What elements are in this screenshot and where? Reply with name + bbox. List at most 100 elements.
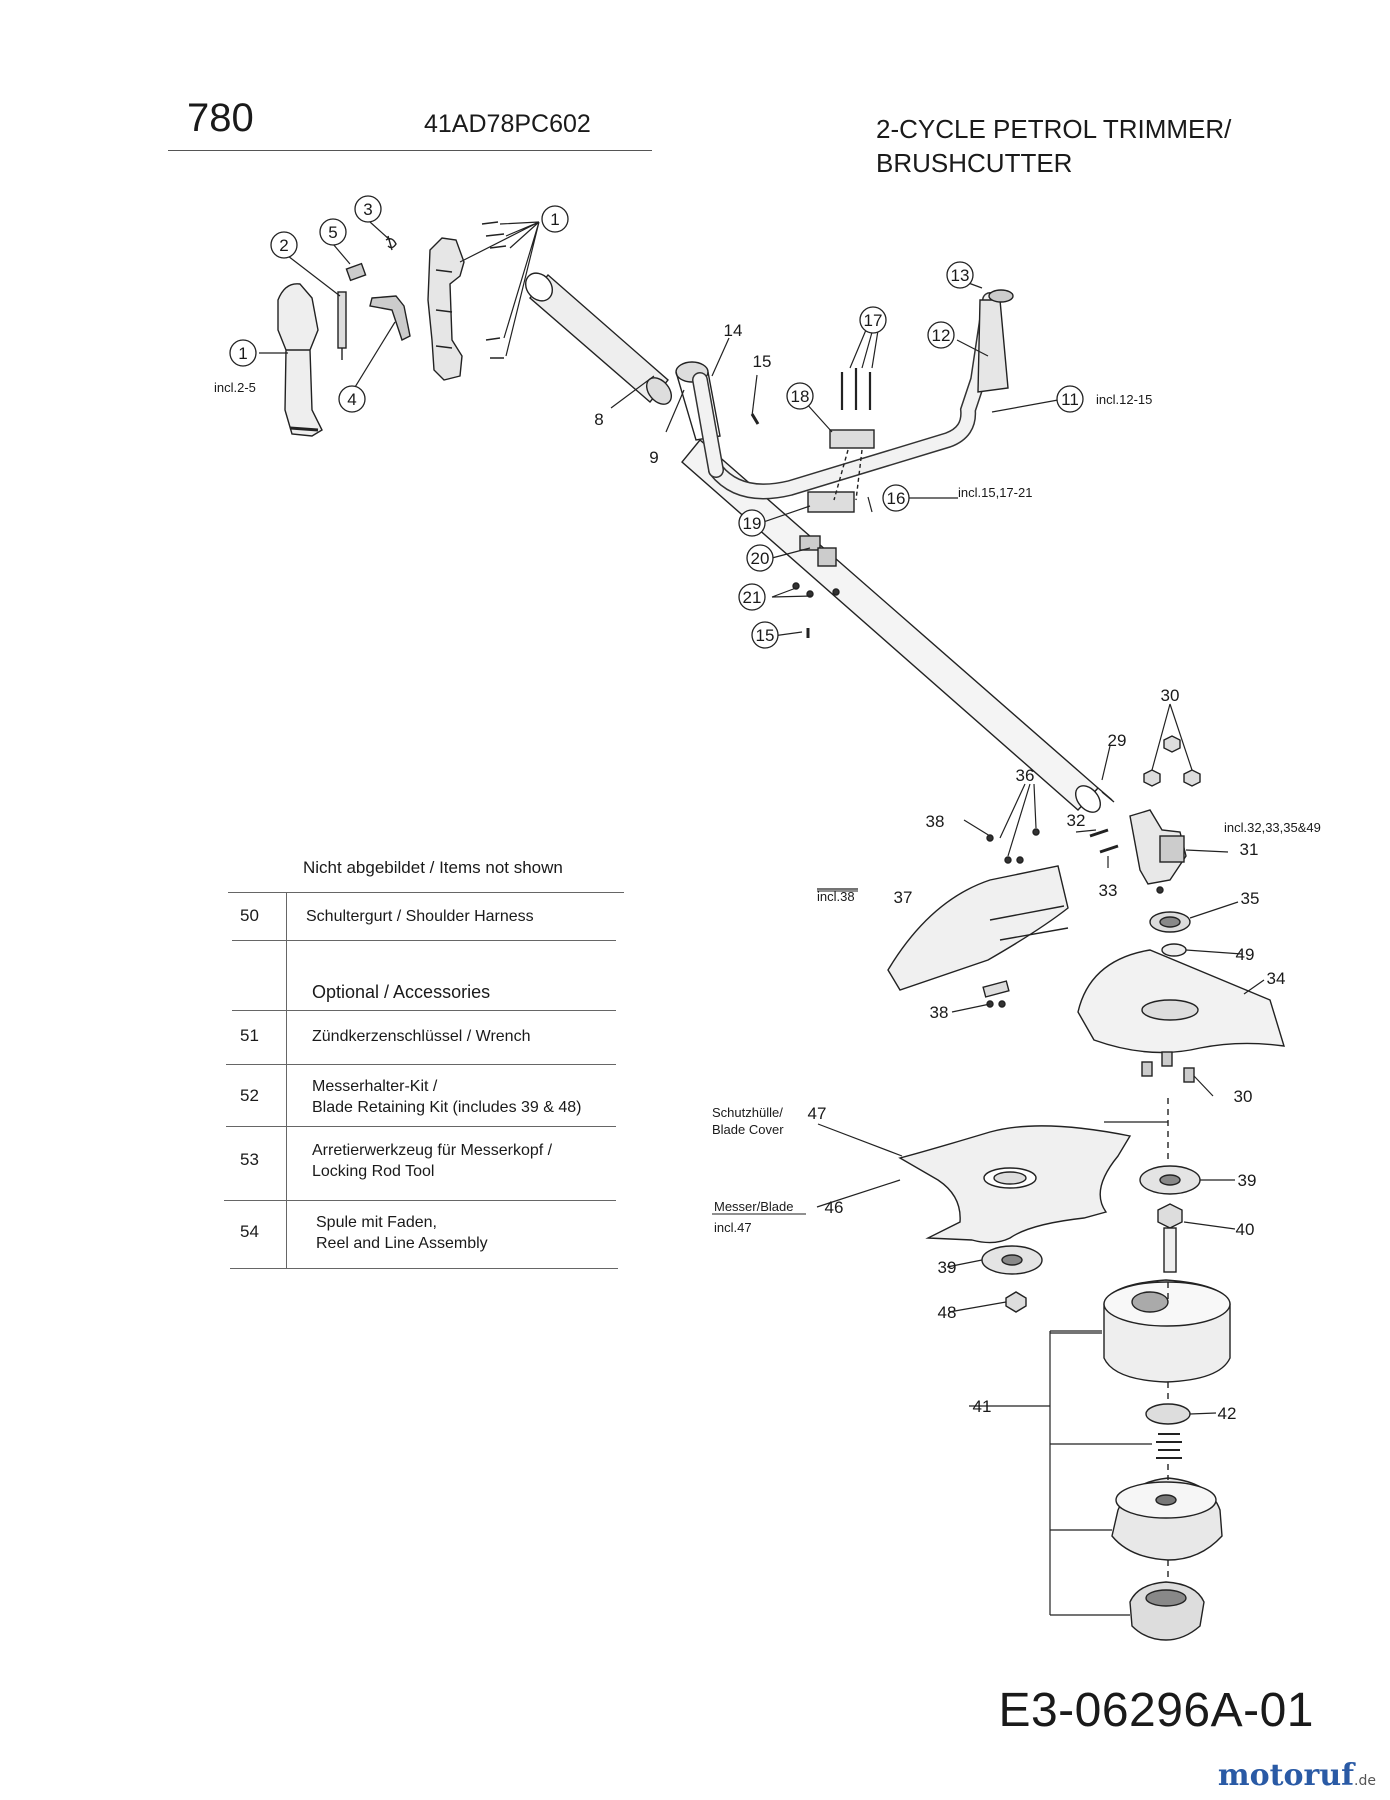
callout-circle-18 xyxy=(786,382,814,410)
callout-39b: 39 xyxy=(938,1258,957,1277)
note-underlines xyxy=(712,890,858,1215)
gear-head-drawing xyxy=(887,735,1285,1083)
callout-1b: 1 xyxy=(238,344,247,363)
table-heading: Nicht abgebildet / Items not shown xyxy=(303,858,563,877)
callout-2: 2 xyxy=(279,236,288,255)
callout-11: 11 xyxy=(1061,390,1079,409)
callout-circle-17 xyxy=(859,306,887,334)
callout-15b: 15 xyxy=(756,626,775,645)
callout-48: 48 xyxy=(938,1303,957,1322)
callout-34: 34 xyxy=(1267,969,1286,988)
callout-47: 47 xyxy=(808,1104,827,1123)
row-description: Schultergurt / Shoulder Harness xyxy=(306,908,534,925)
row-description-line-1: Arretierwerkzeug für Messerkopf / xyxy=(312,1142,553,1159)
note-incl-2-5: incl.2-5 xyxy=(214,380,256,395)
row-number: 52 xyxy=(240,1086,259,1105)
callout-1a: 1 xyxy=(550,210,559,229)
callout-20: 20 xyxy=(751,549,770,568)
header-divider xyxy=(168,150,652,151)
title-line-2: BRUSHCUTTER xyxy=(876,148,1073,178)
callout-circle-19 xyxy=(738,509,766,537)
title-line-1: 2-CYCLE PETROL TRIMMER/ xyxy=(876,114,1232,144)
callout-9: 9 xyxy=(649,448,658,467)
row-description-line-2: Locking Rod Tool xyxy=(312,1163,435,1180)
callout-31: 31 xyxy=(1240,840,1259,859)
row-number: 53 xyxy=(240,1150,259,1169)
callout-circle-16 xyxy=(882,484,910,512)
row-description-line-1: Messerhalter-Kit / xyxy=(312,1078,438,1095)
callout-circle-2 xyxy=(270,231,298,259)
logo-text: motoruf xyxy=(1217,1758,1355,1793)
logo-suffix: .de xyxy=(1354,1773,1376,1789)
leader-lines xyxy=(259,221,1265,1616)
callout-29: 29 xyxy=(1108,731,1127,750)
table-rule xyxy=(224,1200,616,1201)
row-description-line-2: Blade Retaining Kit (includes 39 & 48) xyxy=(312,1099,582,1116)
callout-19: 19 xyxy=(743,514,762,533)
callout-circle-11 xyxy=(1056,385,1084,413)
row-number: 51 xyxy=(240,1026,259,1045)
callout-circle-5 xyxy=(319,218,347,246)
callout-21: 21 xyxy=(743,588,762,607)
row-description-line-1: Spule mit Faden, xyxy=(316,1214,437,1231)
callout-13: 13 xyxy=(951,266,970,285)
callout-18: 18 xyxy=(791,387,810,406)
callout-30a: 30 xyxy=(1161,686,1180,705)
callout-3: 3 xyxy=(363,200,372,219)
callout-39a: 39 xyxy=(1238,1171,1257,1190)
table-rule xyxy=(232,940,616,941)
callout-circle-21 xyxy=(738,583,766,611)
model-number: 780 xyxy=(187,96,254,140)
row-description-line-2: Reel and Line Assembly xyxy=(316,1235,488,1252)
callout-16: 16 xyxy=(887,489,906,508)
callout-circle-12 xyxy=(927,321,955,349)
callout-36: 36 xyxy=(1016,766,1035,785)
callout-17: 17 xyxy=(864,311,883,330)
callout-42: 42 xyxy=(1218,1404,1237,1423)
page-title: 2-CYCLE PETROL TRIMMER/ BRUSHCUTTER xyxy=(876,112,1231,180)
callout-circle-13 xyxy=(946,261,974,289)
callout-33: 33 xyxy=(1099,881,1118,900)
callout-41: 41 xyxy=(973,1397,992,1416)
callout-15a: 15 xyxy=(753,352,772,371)
callout-40: 40 xyxy=(1236,1220,1255,1239)
blade-assembly-drawing xyxy=(898,1098,1231,1641)
callout-4: 4 xyxy=(347,390,356,409)
table-rule xyxy=(226,1126,616,1127)
callout-circle-3 xyxy=(354,195,382,223)
callout-5: 5 xyxy=(328,223,337,242)
table-rule xyxy=(226,1064,616,1065)
throttle-handle-drawing xyxy=(277,221,507,437)
document-code: E3-06296A-01 xyxy=(998,1684,1314,1737)
table-rule xyxy=(232,1010,616,1011)
row-number: 54 xyxy=(240,1222,259,1241)
note-incl-32-33-35-49: incl.32,33,35&49 xyxy=(1224,820,1321,835)
callout-circle-15b xyxy=(751,621,779,649)
section-heading: Optional / Accessories xyxy=(312,982,491,1002)
callout-46: 46 xyxy=(825,1198,844,1217)
callout-circles xyxy=(229,195,1084,649)
logo: motoruf.de xyxy=(1218,1758,1376,1793)
row-number: 50 xyxy=(240,906,259,925)
table-rule xyxy=(228,892,624,893)
callout-30b: 30 xyxy=(1234,1087,1253,1106)
note-incl-15-17-21: incl.15,17-21 xyxy=(958,485,1032,500)
note-blade-1: Messer/Blade xyxy=(714,1199,793,1214)
callout-38a: 38 xyxy=(926,812,945,831)
row-description: Zündkerzenschlüssel / Wrench xyxy=(312,1028,531,1045)
callout-circle-20 xyxy=(746,544,774,572)
callout-38b: 38 xyxy=(930,1003,949,1022)
callout-12: 12 xyxy=(932,326,951,345)
table-rule xyxy=(230,1268,618,1269)
callout-49: 49 xyxy=(1236,945,1255,964)
callout-8: 8 xyxy=(594,410,603,429)
callout-32: 32 xyxy=(1067,811,1086,830)
part-number: 41AD78PC602 xyxy=(424,110,591,138)
table-column-divider xyxy=(286,892,287,1268)
note-blade-cover-2: Blade Cover xyxy=(712,1122,784,1137)
shaft-drawing xyxy=(524,272,1115,813)
note-incl-38: incl.38 xyxy=(817,889,855,904)
callout-37: 37 xyxy=(894,888,913,907)
note-incl-12-15: incl.12-15 xyxy=(1096,392,1152,407)
